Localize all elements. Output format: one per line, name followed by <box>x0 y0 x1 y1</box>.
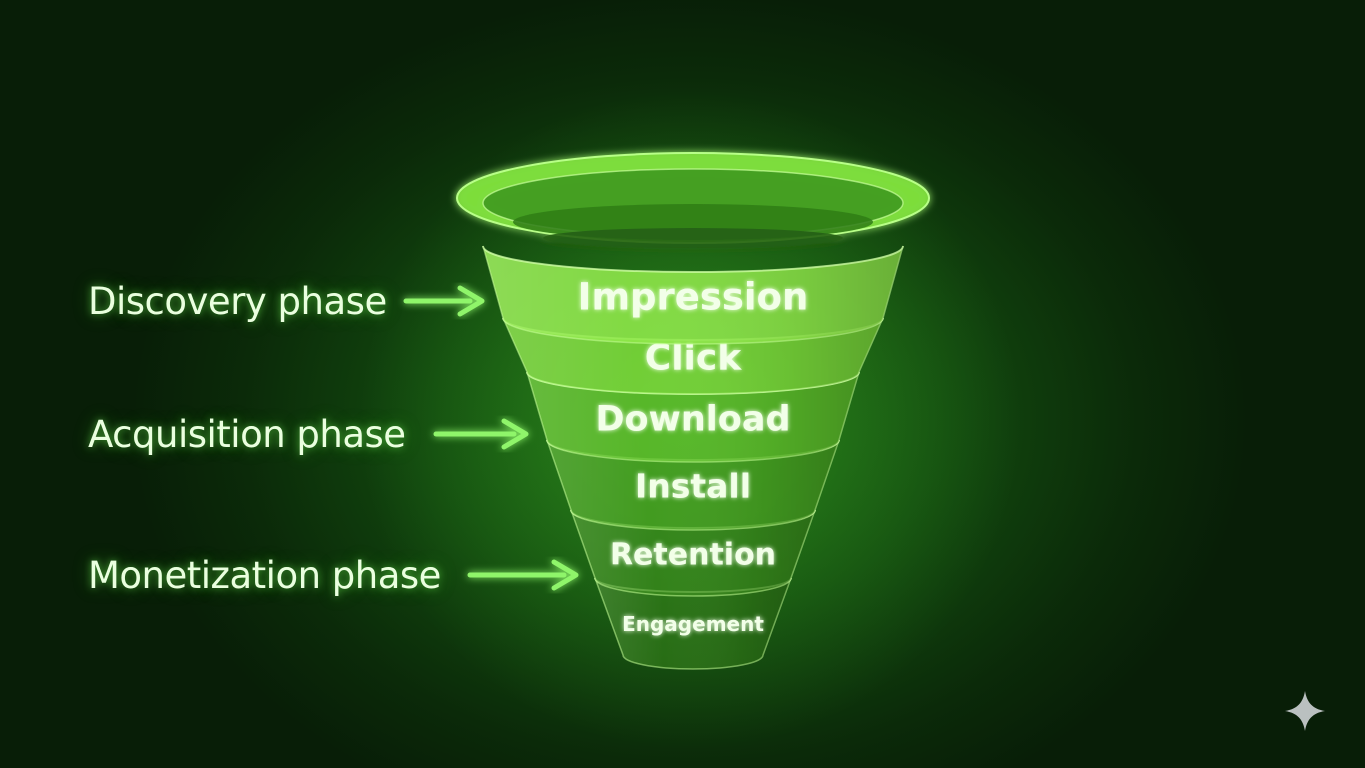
phase-label-discovery: Discovery phase <box>88 280 387 323</box>
funnel-stage-label: Engagement <box>622 612 764 636</box>
funnel-stage-impression: Impression <box>482 245 904 345</box>
funnel-bands: EngagementRetentionInstallDownloadClickI… <box>482 245 904 670</box>
funnel-stage-download: Download <box>526 371 860 463</box>
arrow-right-icon <box>403 285 485 317</box>
funnel-stage-engagement: Engagement <box>594 577 792 670</box>
phase-label-acquisition: Acquisition phase <box>88 413 406 456</box>
phase-label-monetization: Monetization phase <box>88 554 441 597</box>
funnel-stage-label: Download <box>595 399 790 439</box>
funnel-rim <box>456 152 930 248</box>
sparkle-icon <box>1285 691 1325 731</box>
arrow-right-icon <box>467 559 579 591</box>
funnel-stage-label: Impression <box>578 275 809 318</box>
funnel-stage-label: Retention <box>610 537 776 572</box>
arrow-right-icon <box>433 418 529 450</box>
funnel-stage-label: Install <box>635 467 751 506</box>
